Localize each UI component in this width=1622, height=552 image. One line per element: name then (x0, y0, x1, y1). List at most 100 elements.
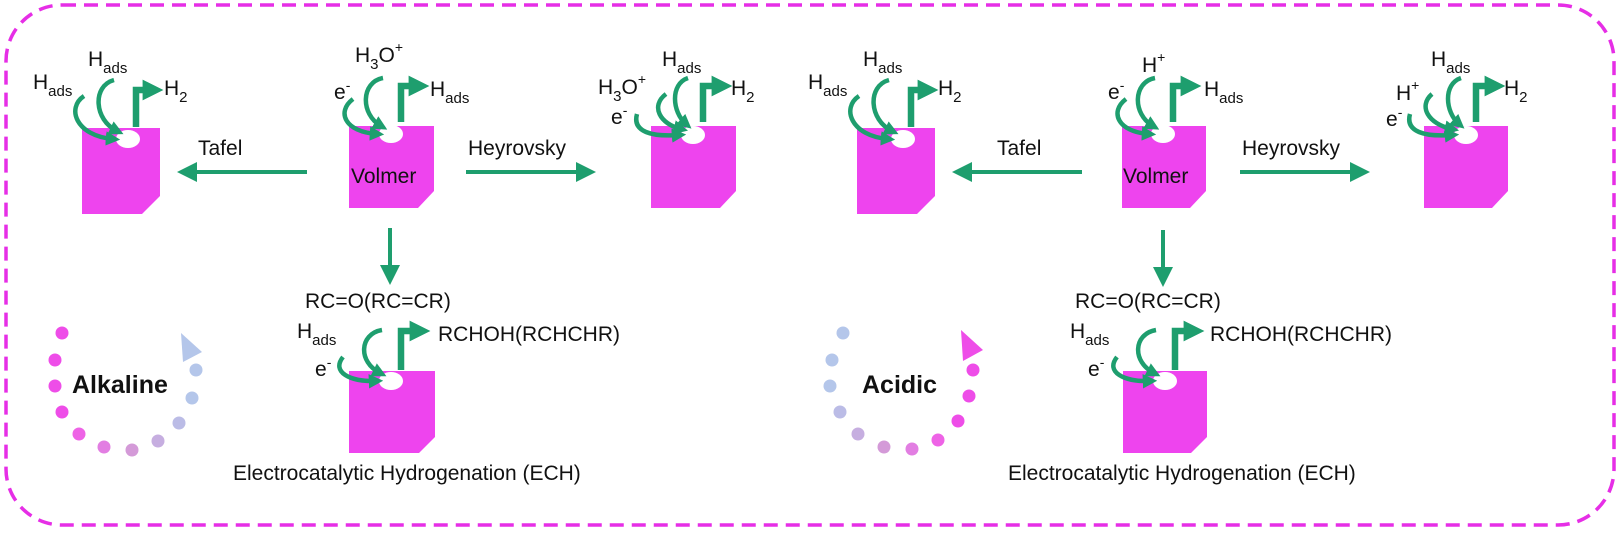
panel-acidic: Hads Hads H2 Tafel H+ e- Hads Volmer Hey… (808, 48, 1528, 485)
reactant-arrow (1135, 327, 1161, 377)
catalyst-block (1424, 126, 1508, 208)
catalyst-block (651, 126, 736, 208)
ech-site: RC=O(RC=CR) Hads e- RCHOH(RCHCHR) Electr… (1008, 290, 1392, 485)
dot (833, 405, 847, 419)
electron-label: e- (1386, 104, 1403, 131)
reactant-arrow-top (96, 77, 124, 135)
outer-border (4, 3, 1616, 527)
proton-source-label: H3O+ (355, 39, 403, 73)
dot (172, 416, 186, 430)
catalyst-block (349, 126, 434, 208)
condition-label: Alkaline (72, 371, 168, 399)
product-arrow (132, 79, 164, 127)
active-site (379, 125, 403, 143)
product-arrow (907, 79, 939, 127)
electron-arrow (342, 97, 385, 141)
active-site (891, 130, 915, 148)
electron-label: e- (334, 77, 351, 104)
reactant-top-arrow (1445, 75, 1465, 129)
volmer-site: H3O+ e- Hads Volmer (334, 39, 469, 208)
product-arrow (1171, 320, 1205, 370)
product-label: H2 (731, 77, 755, 106)
catalyst-block (1123, 371, 1207, 453)
product-label: RCHOH(RCHCHR) (1210, 323, 1392, 346)
product-arrow (1472, 75, 1506, 122)
dot (55, 326, 69, 340)
direction-triangle (961, 330, 983, 361)
reactant-top-label: Hads (88, 48, 127, 77)
electron-arrow (1111, 355, 1158, 389)
reactant-top-label: Hads (863, 48, 902, 77)
dot (72, 427, 86, 441)
product-arrow (699, 75, 733, 122)
dot (97, 440, 111, 454)
substrate-label: RC=O(RC=CR) (1075, 290, 1221, 313)
dot (931, 433, 945, 447)
active-site (681, 126, 705, 144)
dot (962, 389, 976, 403)
dot (966, 363, 980, 377)
reactant-arrow-left (848, 94, 896, 146)
active-site (379, 372, 403, 390)
tafel-site: Hads Hads H2 (33, 48, 188, 214)
product-label: Hads (430, 78, 469, 107)
volmer-site: H+ e- Hads Volmer (1108, 49, 1243, 208)
electron-label: e- (611, 102, 628, 129)
dot (905, 442, 919, 456)
electron-label: e- (315, 354, 332, 381)
volmer-label: Volmer (1123, 165, 1188, 188)
volmer-label: Volmer (351, 165, 416, 188)
dot (55, 405, 69, 419)
tafel-label: Tafel (198, 137, 242, 160)
dot (125, 443, 139, 457)
reactant-left-label: Hads (33, 71, 72, 100)
electron-arrow (634, 113, 687, 143)
catalyst-block (857, 128, 935, 214)
heyrovsky-site: H+ e- Hads H2 (1386, 48, 1528, 208)
catalyst-block (82, 128, 160, 214)
product-arrow (397, 75, 430, 122)
dot (151, 434, 165, 448)
dot (823, 379, 837, 393)
substrate-label: RC=O(RC=CR) (305, 290, 451, 313)
condition-indicator: Alkaline (48, 326, 203, 457)
reactant-top-label: Hads (1431, 48, 1470, 77)
product-arrow (397, 320, 431, 370)
product-label: H2 (1504, 77, 1528, 106)
proton-arrow (1423, 92, 1460, 135)
dot (48, 379, 62, 393)
heyrovsky-site: H3O+ e- Hads H2 (598, 48, 755, 208)
tafel-label: Tafel (997, 137, 1041, 160)
reactant-top-label: Hads (662, 48, 701, 77)
product-label: H2 (164, 77, 188, 106)
product-arrow (1169, 75, 1202, 122)
product-label: RCHOH(RCHCHR) (438, 323, 620, 346)
proton-source-label: H+ (1142, 49, 1165, 77)
product-label: Hads (1204, 78, 1243, 107)
electron-label: e- (1088, 354, 1105, 381)
direction-triangle (181, 333, 202, 362)
proton-source-label: H+ (1396, 77, 1419, 105)
proton-source-label: H3O+ (598, 71, 646, 105)
dot (48, 353, 62, 367)
dot (185, 391, 199, 405)
electron-arrow (337, 355, 384, 389)
dot (951, 414, 965, 428)
dot (877, 440, 891, 454)
dot (189, 363, 203, 377)
reactant-top-arrow (672, 75, 692, 129)
panel-alkaline: Hads Hads H2 Tafel H3O+ e- Hads Volmer H… (33, 39, 755, 485)
active-site (1151, 125, 1175, 143)
active-site (116, 130, 140, 148)
reactant-left-label: Hads (808, 71, 847, 100)
ech-caption: Electrocatalytic Hydrogenation (ECH) (233, 462, 581, 485)
reactant-arrow (361, 327, 387, 377)
proton-arrow (1135, 75, 1160, 130)
reactant-arrow-top (871, 77, 899, 135)
heyrovsky-label: Heyrovsky (468, 137, 567, 160)
ech-site: RC=O(RC=CR) Hads e- RCHOH(RCHCHR) Electr… (233, 290, 620, 485)
catalyst-block (1122, 126, 1206, 208)
product-label: H2 (938, 77, 962, 106)
catalyst-block (349, 371, 435, 453)
